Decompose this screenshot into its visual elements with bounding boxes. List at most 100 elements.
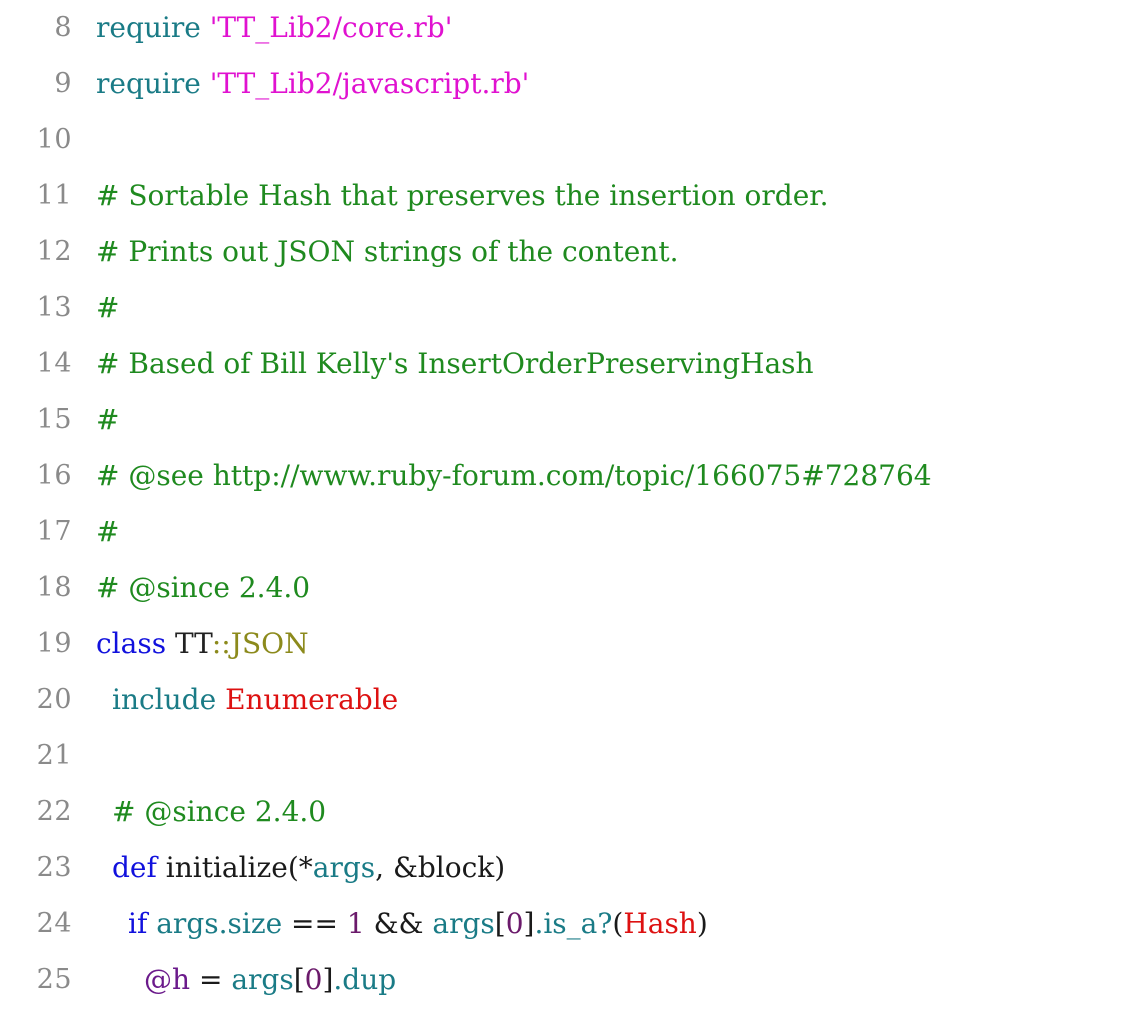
code-token: [ — [293, 963, 305, 996]
code-line[interactable]: 25 @h = args[0].dup — [0, 952, 1138, 1008]
code-line[interactable]: 16 # @see http://www.ruby-forum.com/topic… — [0, 448, 1138, 504]
code-text: # Based of Bill Kelly's InsertOrderPrese… — [96, 336, 814, 392]
code-token — [201, 67, 210, 100]
line-number: 13 — [36, 292, 72, 323]
code-token: && — [364, 907, 433, 940]
code-token: args — [312, 851, 376, 884]
code-text: include Enumerable — [112, 672, 398, 728]
code-line[interactable]: 14 # Based of Bill Kelly's InsertOrderPre… — [0, 336, 1138, 392]
code-token: 1 — [346, 907, 365, 940]
code-token: Enumerable — [225, 683, 399, 716]
code-text: # Sortable Hash that preserves the inser… — [96, 168, 829, 224]
line-number: 20 — [36, 684, 72, 715]
code-token: = — [190, 963, 232, 996]
code-token: Hash — [623, 907, 697, 940]
line-number: 18 — [36, 572, 72, 603]
code-token: class — [96, 627, 167, 660]
code-token: , &block) — [375, 851, 506, 884]
code-text: require 'TT_Lib2/javascript.rb' — [96, 56, 529, 112]
code-line[interactable]: 19 class TT::JSON — [0, 616, 1138, 672]
code-token: initialize(* — [156, 851, 313, 884]
code-token: args — [432, 907, 495, 940]
code-text: # @since 2.4.0 — [112, 784, 326, 840]
code-token: ( — [612, 907, 624, 940]
line-number: 14 — [36, 348, 72, 379]
code-line[interactable]: 12 # Prints out JSON strings of the conte… — [0, 224, 1138, 280]
code-text: # @see http://www.ruby-forum.com/topic/1… — [96, 448, 932, 504]
code-line[interactable]: 18 # @since 2.4.0 — [0, 560, 1138, 616]
code-token — [216, 683, 225, 716]
code-token: args — [156, 907, 219, 940]
code-line[interactable]: 22 # @since 2.4.0 — [0, 784, 1138, 840]
line-number: 11 — [36, 180, 72, 211]
code-text: def initialize(*args, &block) — [112, 840, 505, 896]
line-number: 19 — [36, 628, 72, 659]
code-token: .is_a? — [534, 907, 613, 940]
code-token: # Prints out JSON strings of the content… — [96, 235, 679, 268]
code-token: # — [96, 515, 120, 548]
code-text: # @since 2.4.0 — [96, 560, 310, 616]
code-text: # Prints out JSON strings of the content… — [96, 224, 679, 280]
code-token: require — [96, 11, 201, 44]
code-text: # — [96, 392, 119, 448]
code-token: 0 — [304, 963, 323, 996]
code-token — [147, 907, 156, 940]
code-token: .dup — [333, 963, 397, 996]
code-token: # — [96, 403, 120, 436]
code-line[interactable]: 20 include Enumerable — [0, 672, 1138, 728]
code-text: @h = args[0].dup — [144, 952, 396, 1008]
code-line[interactable]: 10 — [0, 112, 1138, 168]
code-text: # — [96, 504, 119, 560]
line-number: 23 — [36, 852, 72, 883]
code-token — [201, 11, 210, 44]
code-token: # Based of Bill Kelly's InsertOrderPrese… — [96, 347, 814, 380]
line-number: 25 — [36, 964, 72, 995]
code-line[interactable]: 11 # Sortable Hash that preserves the ins… — [0, 168, 1138, 224]
code-token: def — [112, 851, 157, 884]
code-token — [166, 627, 175, 660]
code-token: 'TT_Lib2/core.rb' — [209, 11, 453, 44]
code-token: @h — [144, 963, 191, 996]
code-line[interactable]: 13 # — [0, 280, 1138, 336]
code-token: if — [128, 907, 148, 940]
line-number: 17 — [36, 516, 72, 547]
code-line[interactable]: 23 def initialize(*args, &block) — [0, 840, 1138, 896]
line-number: 9 — [54, 68, 72, 99]
code-token: TT — [174, 627, 212, 660]
code-token: # — [96, 291, 120, 324]
code-token: include — [112, 683, 217, 716]
code-token: # Sortable Hash that preserves the inser… — [96, 179, 829, 212]
code-token: .size — [218, 907, 283, 940]
code-line[interactable]: 21 — [0, 728, 1138, 784]
code-token: ::JSON — [211, 627, 309, 660]
code-token: 'TT_Lib2/javascript.rb' — [209, 67, 530, 100]
code-token: args — [231, 963, 294, 996]
code-token: ) — [696, 907, 708, 940]
code-token: ] — [523, 907, 535, 940]
code-token: # @see http://www.ruby-forum.com/topic/1… — [96, 459, 932, 492]
code-token: [ — [494, 907, 506, 940]
line-number: 10 — [36, 124, 72, 155]
code-token: # @since 2.4.0 — [112, 795, 327, 828]
line-number: 15 — [36, 404, 72, 435]
code-line[interactable]: 15 # — [0, 392, 1138, 448]
code-text: if args.size == 1 && args[0].is_a?(Hash) — [128, 896, 708, 952]
code-line[interactable]: 17 # — [0, 504, 1138, 560]
line-number: 21 — [36, 740, 72, 771]
code-text: class TT::JSON — [96, 616, 309, 672]
code-text: require 'TT_Lib2/core.rb' — [96, 0, 452, 56]
line-number: 24 — [36, 908, 72, 939]
line-number: 22 — [36, 796, 72, 827]
code-token: require — [96, 67, 201, 100]
code-token: ] — [322, 963, 334, 996]
code-token: == — [282, 907, 347, 940]
code-text: # — [96, 280, 119, 336]
line-number: 12 — [36, 236, 72, 267]
line-number: 16 — [36, 460, 72, 491]
code-token: 0 — [505, 907, 524, 940]
code-token: # @since 2.4.0 — [96, 571, 311, 604]
code-line[interactable]: 9 require 'TT_Lib2/javascript.rb' — [0, 56, 1138, 112]
